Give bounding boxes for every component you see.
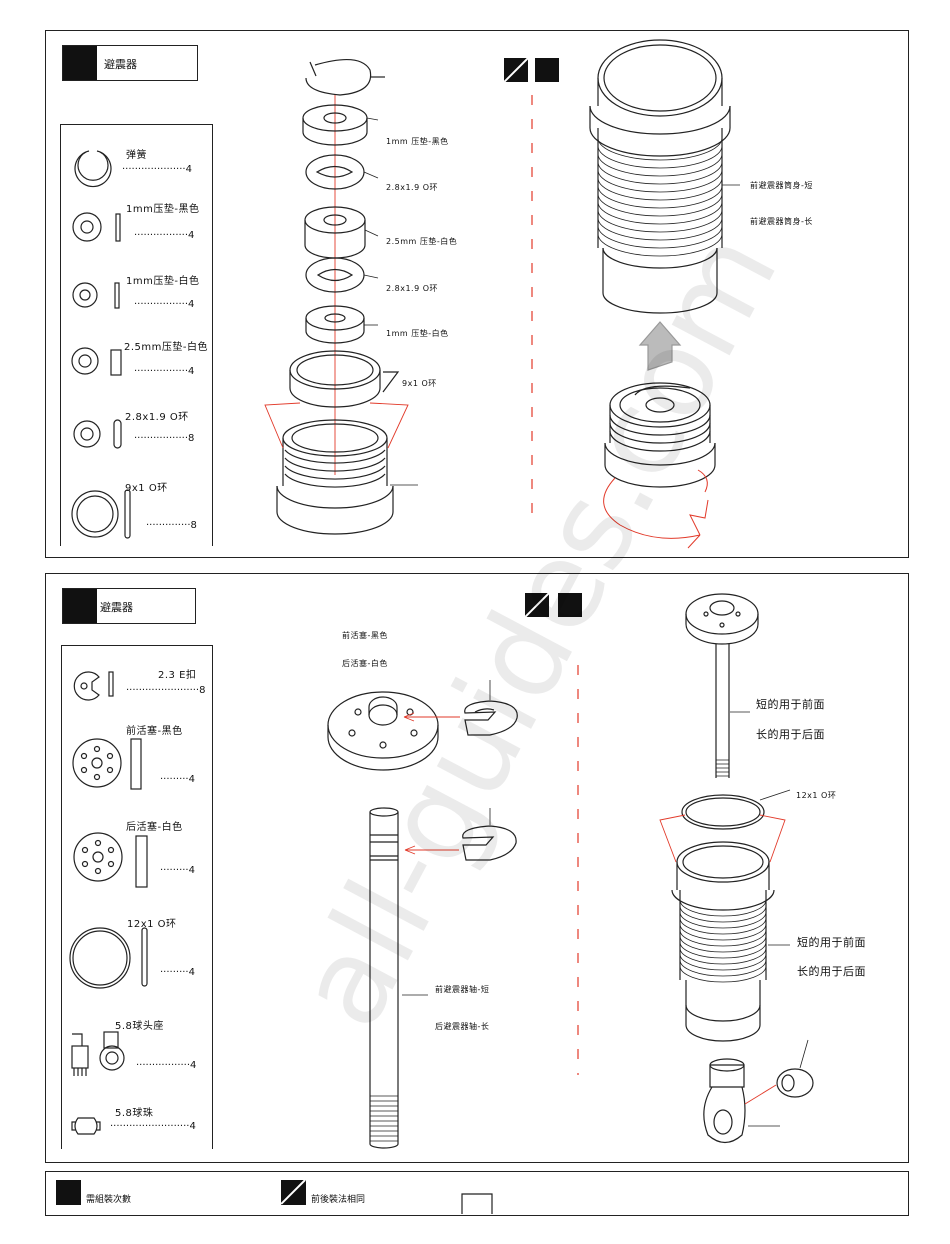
qty-legend-square bbox=[63, 589, 97, 623]
callout-oring-9x1: 9x1 O环 bbox=[402, 379, 437, 388]
piston-white-icon bbox=[73, 832, 148, 888]
shaft-note-front: 前避震器轴-短 bbox=[435, 985, 490, 994]
panel-2-parts-list bbox=[61, 645, 213, 1149]
body-note-front: 短的用于前面 bbox=[797, 936, 866, 949]
callout-washer-white: 1mm 压垫-白色 bbox=[386, 329, 449, 338]
callout-washer-25: 2.5mm 压垫-白色 bbox=[386, 237, 458, 246]
part-qty: ····················4 bbox=[122, 164, 192, 175]
part-label: 1mm压垫-黑色 bbox=[126, 204, 200, 215]
rod-note-rear: 长的用于后面 bbox=[756, 728, 825, 741]
legend-same-label: 前後裝法相同 bbox=[311, 1195, 366, 1205]
part-qty: ·················4 bbox=[134, 299, 195, 310]
part-qty: ·················8 bbox=[134, 433, 195, 444]
spring-clip-icon bbox=[74, 150, 112, 188]
shock-body-panel-2 bbox=[671, 841, 790, 1042]
legend-qty-square bbox=[56, 1180, 81, 1205]
ball-stud bbox=[776, 1039, 814, 1098]
up-arrow-icon bbox=[638, 321, 682, 371]
panel-1-title-box: 避震器 bbox=[62, 45, 198, 81]
oring-note-12x1: 12x1 O环 bbox=[796, 791, 837, 800]
page-tab-notch bbox=[461, 1193, 493, 1214]
shock-cap-bottom bbox=[276, 419, 418, 535]
part-qty: ·········4 bbox=[160, 774, 195, 785]
part-label: 5.8球头座 bbox=[115, 1021, 164, 1032]
rod-with-piston bbox=[685, 593, 759, 778]
oring-9x1 bbox=[289, 350, 381, 408]
part-qty: ·························4 bbox=[110, 1121, 196, 1132]
callout-oring: 2.8x1.9 O环 bbox=[386, 183, 439, 192]
part-qty: ·················4 bbox=[134, 230, 195, 241]
piston-note-front: 前活塞-黑色 bbox=[342, 631, 388, 640]
legend-qty-label: 需組裝次數 bbox=[86, 1195, 132, 1205]
shaft-note-rear: 后避震器轴-长 bbox=[435, 1022, 490, 1031]
panel-1-title: 避震器 bbox=[104, 58, 137, 71]
qty-legend-square bbox=[63, 46, 97, 80]
washer-black-icon bbox=[72, 212, 121, 242]
piston-note-rear: 后活塞-白色 bbox=[342, 659, 388, 668]
part-qty: ·········4 bbox=[160, 967, 195, 978]
oring-small-icon bbox=[73, 419, 122, 449]
piston-assembly bbox=[327, 691, 439, 771]
legend-same-marker bbox=[281, 1180, 306, 1205]
part-qty: ·······················8 bbox=[126, 685, 206, 696]
same-both-sides-marker bbox=[504, 58, 528, 82]
washer-1mm-white bbox=[305, 305, 365, 344]
body-note-long: 前避震器筒身-长 bbox=[750, 217, 813, 226]
washer-white-icon bbox=[72, 282, 120, 309]
e-clip-icon bbox=[73, 671, 114, 701]
part-label: 1mm压垫-白色 bbox=[126, 276, 200, 287]
part-qty: ··············8 bbox=[146, 520, 197, 531]
piston-black-icon bbox=[72, 738, 142, 790]
e-clip-1 bbox=[464, 680, 518, 736]
panel-2-title-box: 避震器 bbox=[62, 588, 196, 624]
washer-25mm-icon bbox=[71, 347, 122, 376]
oring-12x1-icon bbox=[69, 927, 148, 989]
part-label: 9x1 O环 bbox=[125, 483, 168, 494]
panel-2-title: 避震器 bbox=[100, 601, 133, 614]
oring-12x1 bbox=[681, 789, 791, 830]
callout-washer-black: 1mm 压垫-黑色 bbox=[386, 137, 449, 146]
qty-marker-square bbox=[558, 593, 582, 617]
body-note-short: 前避震器筒身-短 bbox=[750, 181, 813, 190]
body-note-rear: 长的用于后面 bbox=[797, 965, 866, 978]
clip-ring bbox=[305, 59, 372, 96]
panel-1-parts-list bbox=[60, 124, 213, 546]
part-qty: ·················4 bbox=[136, 1060, 197, 1071]
ball-stud-icon bbox=[71, 1117, 101, 1135]
rod-note-front: 短的用于前面 bbox=[756, 698, 825, 711]
qty-marker-square bbox=[535, 58, 559, 82]
ball-cup-assembly bbox=[703, 1058, 780, 1144]
callout-oring: 2.8x1.9 O环 bbox=[386, 284, 439, 293]
part-label: 5.8球珠 bbox=[115, 1108, 154, 1119]
part-label: 后活塞-白色 bbox=[126, 822, 183, 833]
part-qty: ·················4 bbox=[134, 366, 195, 377]
shock-shaft bbox=[369, 807, 428, 1149]
same-both-sides-marker bbox=[525, 593, 549, 617]
part-label: 弹簧 bbox=[126, 150, 147, 161]
e-clip-2 bbox=[462, 808, 517, 861]
part-label: 前活塞-黑色 bbox=[126, 726, 183, 737]
oring-9x1-icon bbox=[71, 489, 131, 539]
part-label: 2.8x1.9 O环 bbox=[125, 412, 189, 423]
part-label: 2.3 E扣 bbox=[158, 670, 197, 681]
part-label: 2.5mm压垫-白色 bbox=[124, 342, 208, 353]
ball-cup-icon bbox=[71, 1031, 125, 1076]
part-qty: ·········4 bbox=[160, 865, 195, 876]
part-label: 12x1 O环 bbox=[127, 919, 177, 930]
cap-assembly bbox=[604, 382, 716, 488]
shock-body-threaded bbox=[589, 39, 740, 314]
rotate-arrow-icon bbox=[603, 469, 709, 549]
